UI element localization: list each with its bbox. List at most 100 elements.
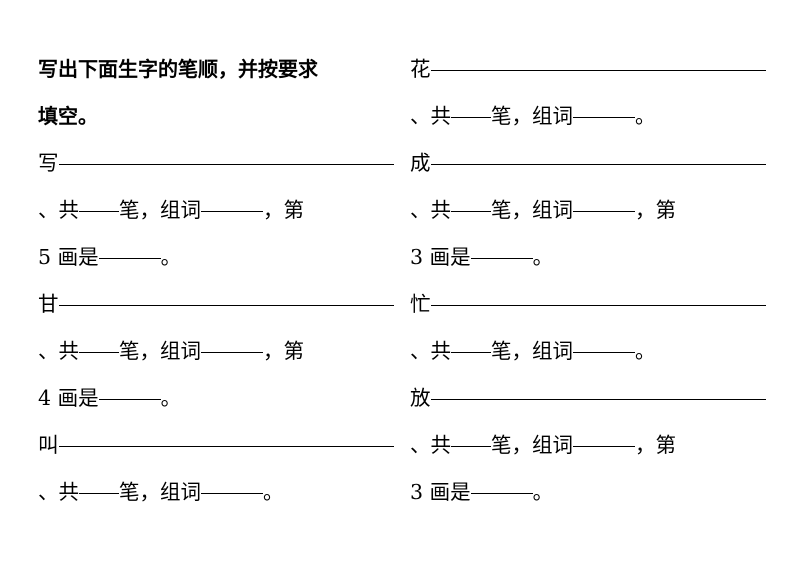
ordinal-suffix-label: 画是 — [429, 245, 471, 269]
entry-headword-row: 放 — [410, 375, 766, 422]
headword-character: 甘 — [38, 292, 59, 316]
stroke-order-writing-line[interactable] — [58, 305, 394, 306]
entry-ordinal-row: 3 画是 。 — [410, 234, 766, 281]
stroke-unit-label: 笔， — [119, 480, 160, 504]
headword-character: 写 — [38, 151, 59, 175]
clause-comma: ， — [635, 433, 656, 457]
stroke-unit-label: 笔， — [491, 198, 532, 222]
ordinal-suffix-label: 画是 — [57, 386, 99, 410]
nth-stroke-blank[interactable] — [470, 258, 533, 259]
word-form-label: 组词 — [160, 198, 201, 222]
stroke-count-blank[interactable] — [79, 211, 119, 212]
sentence-period: 。 — [160, 386, 182, 410]
word-form-label: 组词 — [532, 433, 573, 457]
entry-detail-row: 、共 笔，组词 。 — [410, 328, 766, 375]
entry-detail-row: 、共 笔，组词 ，第 — [410, 422, 766, 469]
nth-stroke-blank[interactable] — [98, 258, 161, 259]
ordinal-suffix-label: 画是 — [57, 245, 99, 269]
ordinal-prefix-label: 第 — [655, 198, 677, 222]
stroke-order-writing-line[interactable] — [58, 446, 394, 447]
stroke-order-writing-line[interactable] — [430, 164, 766, 165]
stroke-count-blank[interactable] — [451, 446, 491, 447]
clause-comma: ， — [635, 198, 656, 222]
sentence-period: 。 — [532, 245, 554, 269]
stroke-count-label: 、共 — [38, 198, 79, 222]
word-form-label: 组词 — [532, 104, 573, 128]
stroke-count-blank[interactable] — [79, 493, 119, 494]
sentence-period: 。 — [635, 339, 656, 363]
stroke-count-label: 、共 — [410, 198, 451, 222]
page-title-text-2: 填空。 — [38, 104, 98, 128]
entry-ordinal-row: 4 画是 。 — [38, 375, 394, 422]
stroke-unit-label: 笔， — [491, 433, 532, 457]
word-form-label: 组词 — [160, 480, 201, 504]
stroke-order-writing-line[interactable] — [430, 305, 766, 306]
right-column: 花 、共笔，组词。 成 、共笔，组词，第 3 画是。 忙 、共笔，组词。 — [410, 46, 766, 516]
word-form-blank[interactable] — [201, 352, 263, 353]
left-column: 写出下面生字的笔顺，并按要求 填空。 写 、共笔，组词，第 5 画是。 甘 、共… — [38, 46, 394, 516]
stroke-order-writing-line[interactable] — [58, 164, 394, 165]
word-form-blank[interactable] — [573, 117, 635, 118]
stroke-order-writing-line[interactable] — [430, 399, 766, 400]
entry-headword-row: 花 — [410, 46, 766, 93]
stroke-count-label: 、共 — [38, 339, 79, 363]
word-form-label: 组词 — [532, 339, 573, 363]
stroke-count-label: 、共 — [410, 433, 451, 457]
page-title-text-1: 写出下面生字的笔顺，并按要求 — [38, 57, 318, 81]
sentence-period: 。 — [160, 245, 182, 269]
word-form-blank[interactable] — [201, 211, 263, 212]
sentence-period: 。 — [263, 480, 284, 504]
word-form-blank[interactable] — [573, 211, 635, 212]
stroke-count-label: 、共 — [38, 480, 79, 504]
stroke-unit-label: 笔， — [491, 104, 532, 128]
clause-comma: ， — [263, 339, 284, 363]
stroke-count-label: 、共 — [410, 104, 451, 128]
ordinal-suffix-label: 画是 — [429, 480, 471, 504]
entry-detail-row: 、共 笔，组词 。 — [410, 93, 766, 140]
headword-character: 成 — [410, 151, 431, 175]
stroke-count-blank[interactable] — [79, 352, 119, 353]
entry-headword-row: 叫 — [38, 422, 394, 469]
headword-character: 忙 — [410, 292, 431, 316]
entry-detail-row: 、共笔，组词，第 — [38, 187, 394, 234]
stroke-number-value: 3 — [410, 245, 424, 269]
word-form-label: 组词 — [160, 339, 201, 363]
stroke-count-label: 、共 — [410, 339, 451, 363]
entry-ordinal-row: 3 画是。 — [410, 469, 766, 516]
entry-detail-row: 、共 笔，组词 。 — [38, 469, 394, 516]
entry-ordinal-row: 5 画是 。 — [38, 234, 394, 281]
stroke-order-writing-line[interactable] — [430, 70, 766, 71]
entry-headword-row: 写 — [38, 140, 394, 187]
stroke-unit-label: 笔， — [491, 339, 532, 363]
entry-detail-row: 、共 笔，组词 ，第 — [410, 187, 766, 234]
stroke-count-blank[interactable] — [451, 211, 491, 212]
stroke-number-value: 3 — [410, 480, 424, 504]
headword-character: 叫 — [38, 433, 59, 457]
stroke-unit-label: 笔， — [119, 339, 160, 363]
entry-headword-row: 成 — [410, 140, 766, 187]
word-form-label: 组词 — [532, 198, 573, 222]
entry-headword-row: 甘 — [38, 281, 394, 328]
sentence-period: 。 — [635, 104, 656, 128]
word-form-blank[interactable] — [201, 493, 263, 494]
entry-headword-row: 忙 — [410, 281, 766, 328]
entry-detail-row: 、共 笔，组词 ，第 — [38, 328, 394, 375]
ordinal-prefix-label: 第 — [283, 198, 305, 222]
stroke-number-value: 5 — [38, 245, 52, 269]
headword-character: 放 — [410, 386, 431, 410]
stroke-count-blank[interactable] — [451, 352, 491, 353]
page-title-line-2: 填空。 — [38, 93, 394, 140]
word-form-blank[interactable] — [573, 352, 635, 353]
page-title-line-1: 写出下面生字的笔顺，并按要求 — [38, 46, 394, 93]
stroke-number-value: 4 — [38, 386, 52, 410]
headword-character: 花 — [410, 57, 431, 81]
word-form-blank[interactable] — [573, 446, 635, 447]
ordinal-prefix-label: 第 — [283, 339, 305, 363]
stroke-count-blank[interactable] — [451, 117, 491, 118]
nth-stroke-blank[interactable] — [98, 399, 161, 400]
ordinal-prefix-label: 第 — [655, 433, 677, 457]
clause-comma: ， — [263, 198, 284, 222]
nth-stroke-blank[interactable] — [470, 493, 533, 494]
